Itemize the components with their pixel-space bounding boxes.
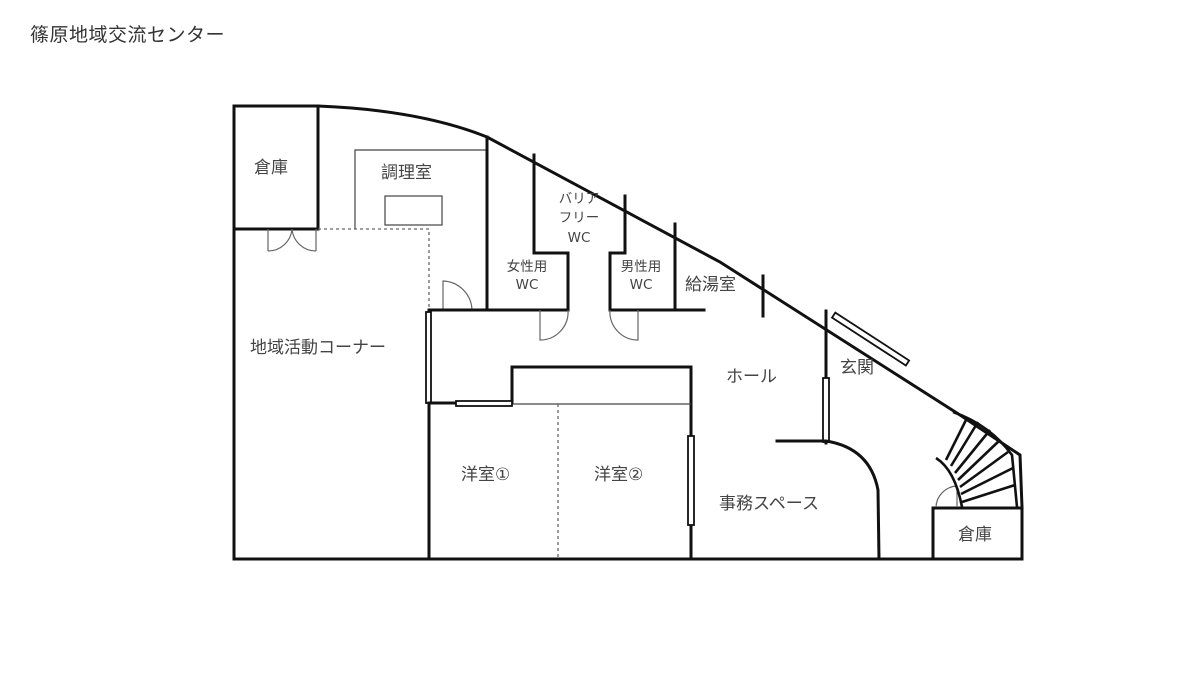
western-room-window-north — [455, 400, 513, 407]
outer-walls — [232, 104, 1024, 561]
western-room-window-east — [687, 435, 695, 526]
mens-wc-label-1: 男性用 — [621, 259, 662, 275]
kitchen-zone-line — [318, 228, 430, 310]
womens-wc-label-2: WC — [516, 277, 539, 293]
stairs-storage-se — [931, 410, 1024, 561]
outer-wall-left — [232, 104, 1024, 561]
page-title: 篠原地域交流センター — [30, 24, 226, 46]
barrier-free-wc-label-2: フリー — [559, 210, 600, 226]
barrier-free-wc-wall — [608, 194, 627, 312]
hall-label: ホール — [726, 367, 777, 387]
storage-se-door-icon — [935, 485, 958, 508]
barrier-free-wc-label-3: WC — [568, 230, 591, 246]
entrance-door-west — [822, 377, 830, 443]
storage-se-wall — [931, 506, 1024, 561]
kitchen-wall — [354, 149, 486, 229]
western-room-north-wall — [427, 365, 693, 561]
western-room-1-label: 洋室① — [461, 465, 510, 485]
mens-wc-label-2: WC — [630, 277, 653, 293]
stairs-inner-arc — [935, 456, 964, 508]
mens-wc-wall — [608, 222, 706, 312]
office-wall — [775, 439, 881, 561]
entrance-window — [830, 311, 911, 367]
wc-block — [427, 153, 765, 341]
kitchen-room — [318, 135, 489, 312]
western-rooms — [425, 308, 695, 561]
entrance-label: 玄関 — [840, 358, 874, 378]
storage-se-label: 倉庫 — [958, 525, 992, 545]
womens-wc-door-icon — [539, 309, 569, 341]
barrier-free-wc-label-1: バリア — [559, 191, 600, 207]
mens-wc-door-icon — [609, 309, 639, 341]
community-corner-label: 地域活動コーナー — [250, 338, 386, 358]
storage-nw-room — [232, 104, 320, 252]
kettle-room-label: 給湯室 — [685, 275, 736, 295]
outer-wall-curve — [232, 104, 1024, 509]
office-space-label: 事務スペース — [719, 494, 819, 514]
kitchen-label: 調理室 — [381, 163, 432, 183]
kitchen-counter — [384, 195, 443, 226]
kitchen-door-icon — [442, 280, 473, 311]
storage-nw-door-icon — [267, 228, 317, 252]
stairs-icon — [944, 417, 1016, 504]
storage-nw-label: 倉庫 — [254, 158, 288, 178]
womens-wc-label-1: 女性用 — [507, 258, 548, 275]
western-room-2-label: 洋室② — [594, 465, 643, 485]
entrance-office — [775, 309, 911, 561]
corridor-north-wall — [427, 153, 570, 312]
community-window — [425, 311, 432, 404]
